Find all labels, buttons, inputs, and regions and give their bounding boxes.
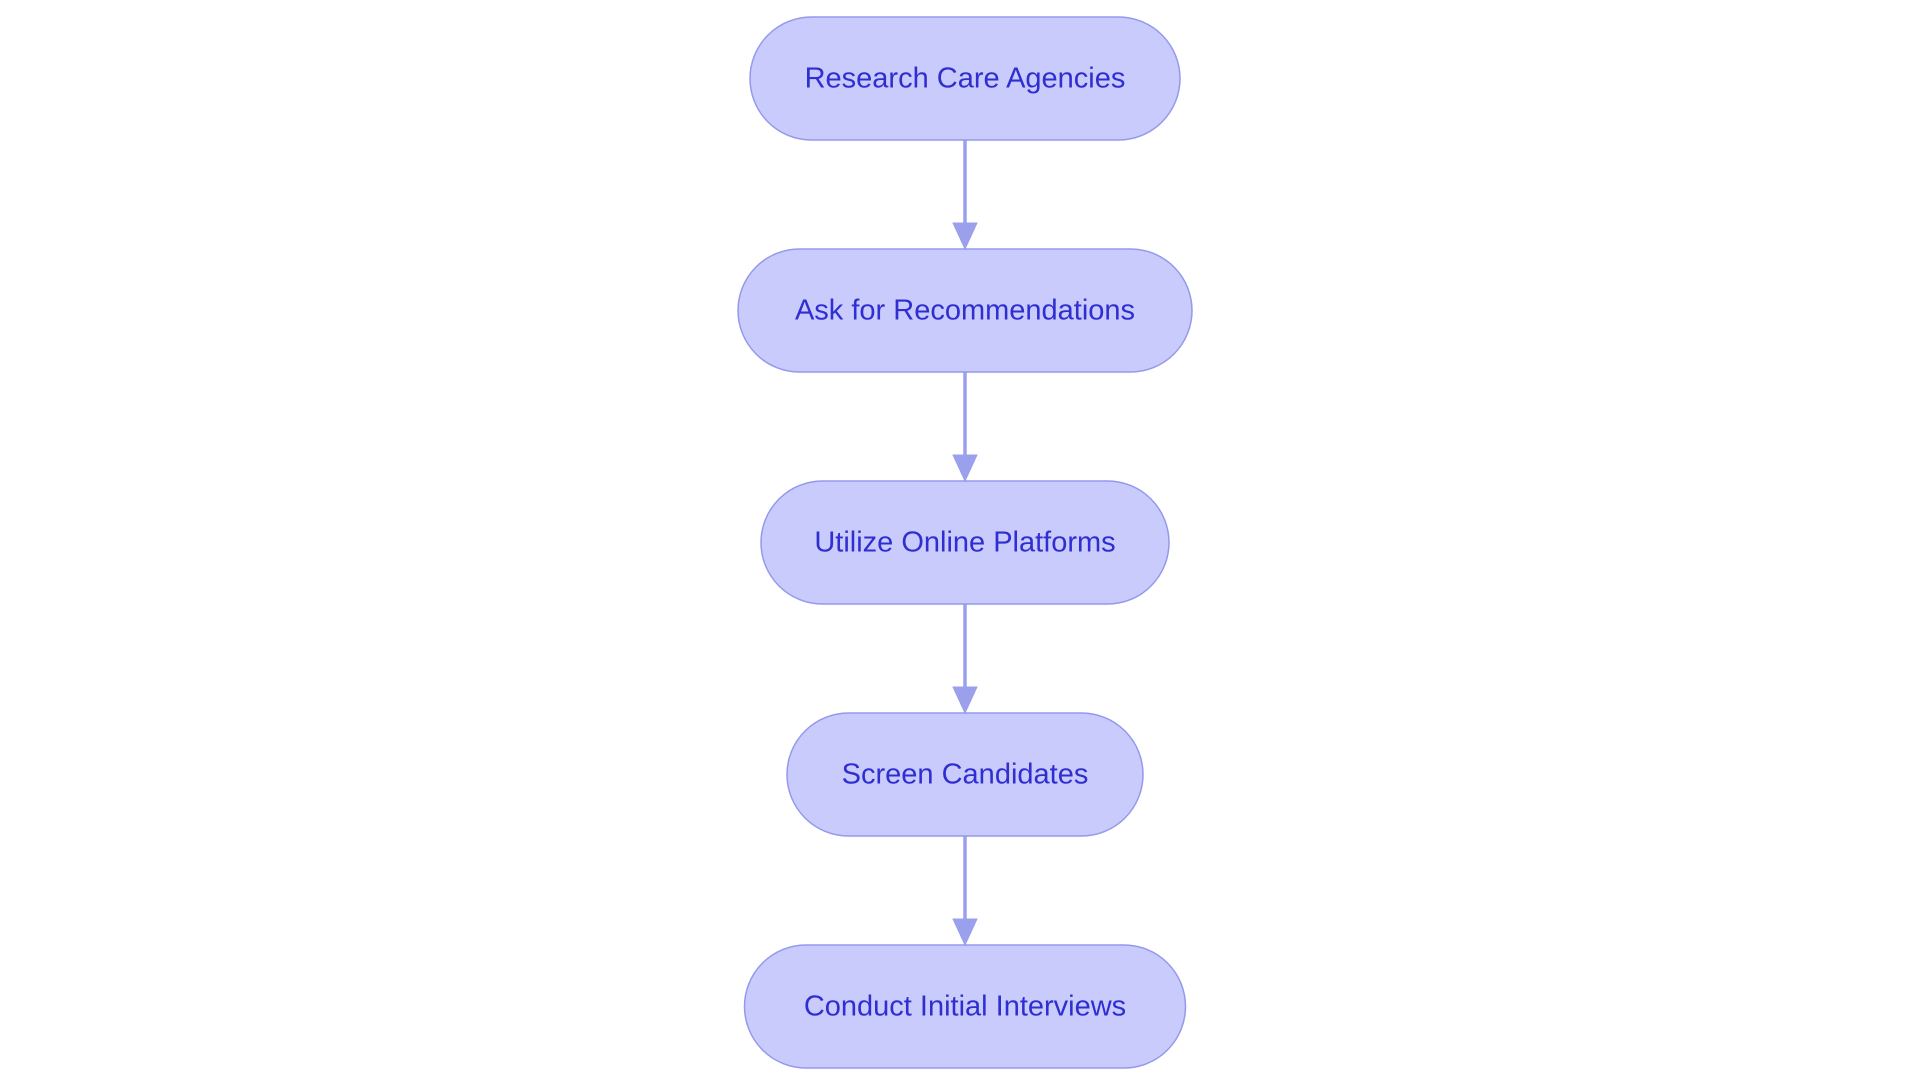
flow-node-label: Screen Candidates [842, 759, 1089, 791]
flow-node-shape [737, 248, 1193, 373]
arrow-head-icon [952, 222, 978, 251]
flow-edge-1 [952, 140, 978, 251]
flow-node-label: Utilize Online Platforms [814, 527, 1115, 559]
flow-node-shape [786, 712, 1144, 837]
flow-node-shape [760, 480, 1170, 605]
flow-node-label: Research Care Agencies [805, 63, 1126, 95]
flow-node-conduct-initial-interviews: Conduct Initial Interviews [743, 944, 1187, 1069]
flow-edge-3 [952, 604, 978, 715]
flow-node-screen-candidates: Screen Candidates [786, 712, 1144, 837]
flow-node-label: Ask for Recommendations [795, 295, 1135, 327]
flow-edge-2 [952, 372, 978, 483]
flow-edge-4 [952, 836, 978, 947]
flow-node-ask-for-recommendations: Ask for Recommendations [737, 248, 1193, 373]
flow-node-research-care-agencies: Research Care Agencies [749, 16, 1181, 141]
arrow-head-icon [952, 454, 978, 483]
edges-layer [952, 140, 978, 947]
flow-node-label: Conduct Initial Interviews [804, 991, 1126, 1023]
flow-node-shape [743, 944, 1187, 1069]
arrow-head-icon [952, 686, 978, 715]
flow-node-shape [749, 16, 1181, 141]
arrow-head-icon [952, 918, 978, 947]
flow-node-utilize-online-platforms: Utilize Online Platforms [760, 480, 1170, 605]
